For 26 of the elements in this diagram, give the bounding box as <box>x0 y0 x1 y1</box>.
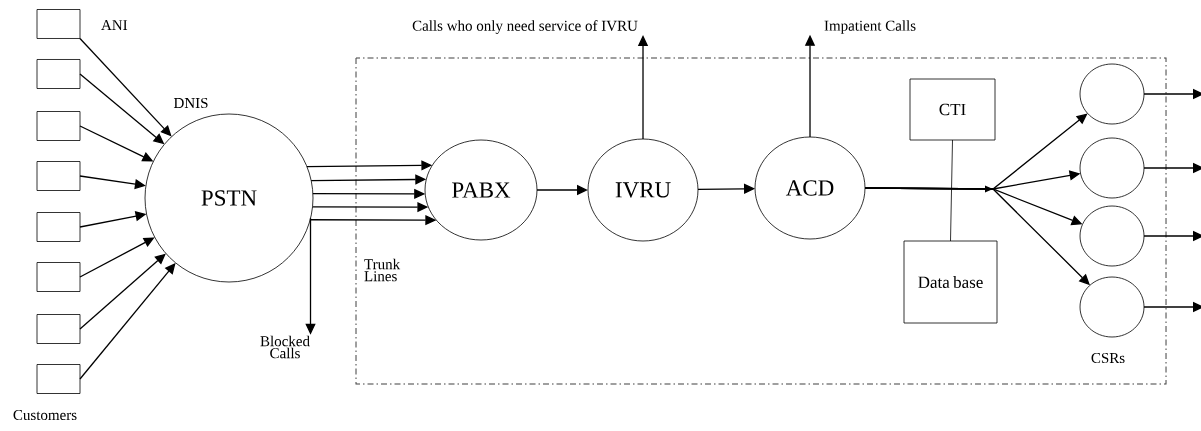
customer-box <box>36 9 81 39</box>
side-label: DNIS <box>173 97 208 109</box>
arrow <box>697 183 755 194</box>
customer-box <box>36 314 81 344</box>
group-label: CSRs <box>1091 352 1125 364</box>
process-box: CTI <box>909 78 996 141</box>
customer-box <box>36 262 81 292</box>
customer-box <box>36 364 81 394</box>
customer-box <box>36 212 81 242</box>
line-label: Trunk Lines <box>364 258 401 282</box>
arrow <box>79 237 155 278</box>
process-box: Data base <box>903 240 998 324</box>
csr-circle <box>1079 205 1145 267</box>
group-label: Customers <box>13 409 77 421</box>
arrow <box>79 253 166 330</box>
csr-circle <box>1079 63 1145 125</box>
caption-text: Impatient Calls <box>824 20 916 34</box>
csr-circle <box>1079 137 1145 199</box>
customer-box <box>36 59 81 89</box>
customer-box <box>36 111 81 141</box>
caption-text: Blocked Calls <box>260 335 310 359</box>
arrow <box>79 37 172 137</box>
csr-circle <box>1079 276 1145 338</box>
field-label: ANI <box>101 20 128 30</box>
caption-text: Calls who only need service of IVRU <box>412 20 638 34</box>
customer-box <box>36 161 81 191</box>
